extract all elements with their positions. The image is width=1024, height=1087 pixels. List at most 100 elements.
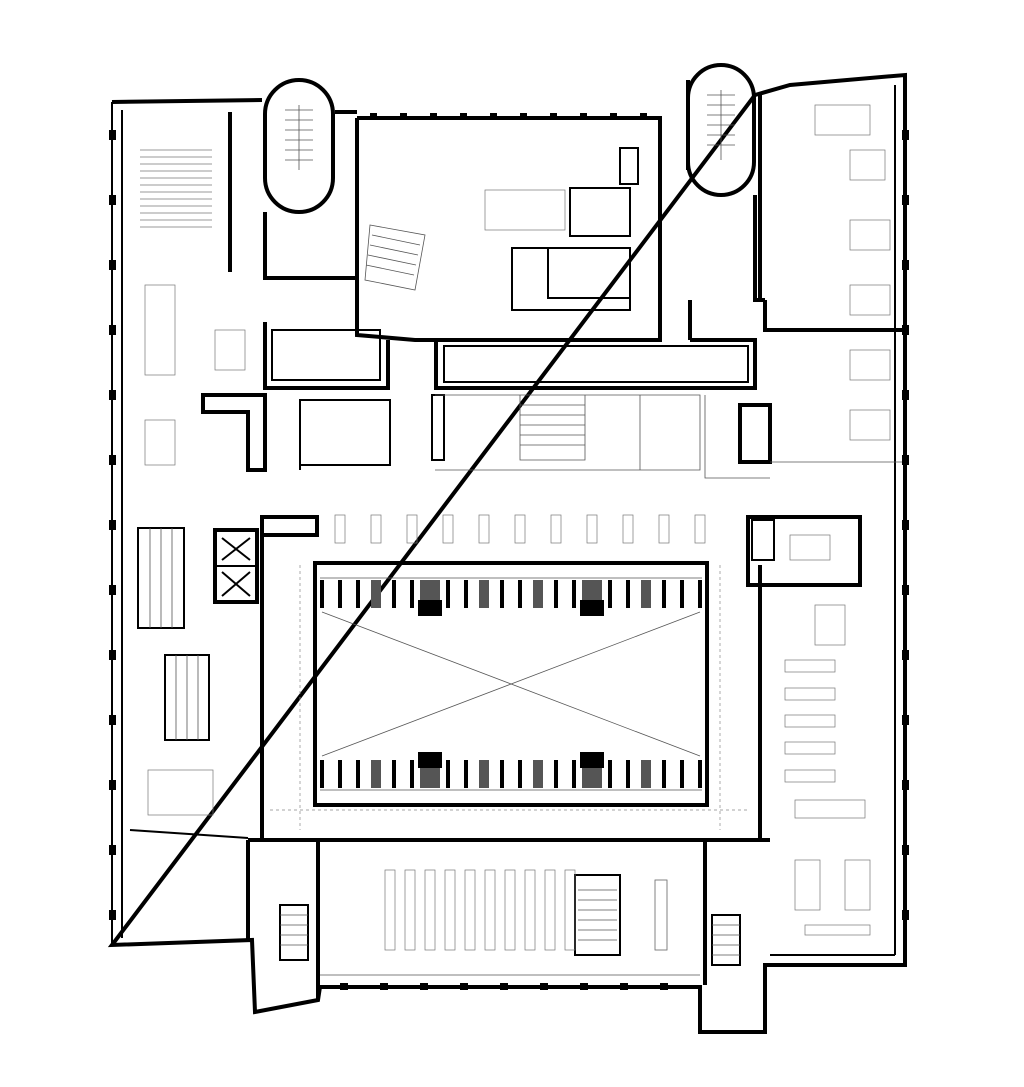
facade-columns — [109, 113, 909, 990]
facade-column — [540, 983, 548, 990]
atrium-column — [410, 760, 414, 788]
reading-room — [320, 869, 700, 976]
atrium-column — [680, 580, 684, 608]
atrium-column — [479, 580, 489, 608]
table — [784, 687, 836, 701]
atrium-column — [662, 580, 666, 608]
table — [794, 799, 866, 819]
facade-column — [550, 113, 557, 120]
atrium-column — [320, 760, 324, 788]
facade-column — [902, 195, 909, 205]
atrium-column — [518, 760, 522, 788]
auditorium-seating — [140, 149, 212, 228]
escalators — [137, 527, 210, 741]
facade-column — [902, 780, 909, 790]
atrium-column — [641, 760, 651, 788]
facade-column — [902, 520, 909, 530]
table — [814, 604, 846, 646]
stair-tower-left — [263, 78, 335, 214]
bookshelf — [384, 869, 396, 951]
facade-column — [660, 983, 668, 990]
upper-corridors — [228, 95, 905, 390]
table — [147, 769, 214, 816]
atrium-column — [500, 760, 504, 788]
facade-column — [380, 983, 388, 990]
atrium-column — [626, 760, 630, 788]
atrium-column — [608, 580, 612, 608]
facade-column — [420, 983, 428, 990]
desk — [406, 514, 418, 544]
facade-column — [580, 113, 587, 120]
desk — [658, 514, 670, 544]
atrium-pier — [418, 752, 442, 768]
table — [849, 409, 891, 441]
facade-column — [109, 715, 116, 725]
atrium-column — [554, 580, 558, 608]
exterior-walls — [107, 72, 907, 1034]
table — [849, 349, 891, 381]
facade-column — [109, 260, 116, 270]
atrium-column — [533, 760, 543, 788]
atrium — [313, 561, 709, 807]
table — [789, 534, 831, 561]
facade-column — [902, 325, 909, 335]
desk — [370, 514, 382, 544]
desk — [334, 514, 346, 544]
facade-column — [902, 585, 909, 595]
atrium-column — [392, 760, 396, 788]
facade-column — [902, 455, 909, 465]
facade-column — [109, 130, 116, 140]
facade-column — [109, 390, 116, 400]
atrium-column — [410, 580, 414, 608]
table — [214, 329, 246, 371]
desk — [514, 514, 526, 544]
cafe-block — [355, 118, 662, 342]
table — [849, 284, 891, 316]
desk — [442, 514, 454, 544]
bookshelf — [654, 879, 668, 951]
facade-column — [109, 910, 116, 920]
facade-column — [490, 113, 497, 120]
facade-column — [460, 983, 468, 990]
right-wing-furniture — [784, 104, 891, 936]
table — [814, 104, 871, 136]
facade-column — [902, 260, 909, 270]
table — [784, 659, 836, 673]
facade-column — [902, 390, 909, 400]
facade-column — [610, 113, 617, 120]
table — [144, 419, 176, 466]
facade-column — [109, 455, 116, 465]
atrium-column — [518, 580, 522, 608]
table — [849, 149, 886, 181]
facade-column — [902, 845, 909, 855]
facade-column — [109, 650, 116, 660]
stair-tower-right — [686, 63, 756, 197]
atrium-column — [680, 760, 684, 788]
atrium-column — [464, 760, 468, 788]
facade-column — [620, 983, 628, 990]
facade-column — [400, 113, 407, 120]
atrium-column — [371, 760, 381, 788]
bookshelf — [564, 869, 576, 951]
atrium-column — [392, 580, 396, 608]
atrium-column — [662, 760, 666, 788]
table — [844, 859, 871, 911]
facade-column — [902, 130, 909, 140]
atrium-column — [338, 760, 342, 788]
table — [784, 741, 836, 755]
facade-column — [430, 113, 437, 120]
atrium-columns — [320, 580, 702, 788]
atrium-gallery — [246, 535, 770, 1000]
bookshelves — [384, 869, 668, 951]
facade-column — [520, 113, 527, 120]
facade-column — [640, 113, 647, 120]
desk — [586, 514, 598, 544]
facade-column — [580, 983, 588, 990]
facade-column — [902, 715, 909, 725]
elevators — [213, 515, 862, 604]
bookshelf — [484, 869, 496, 951]
atrium-column — [641, 580, 651, 608]
atrium-column — [479, 760, 489, 788]
left-wing-furniture — [144, 284, 706, 816]
facade-column — [370, 113, 377, 120]
